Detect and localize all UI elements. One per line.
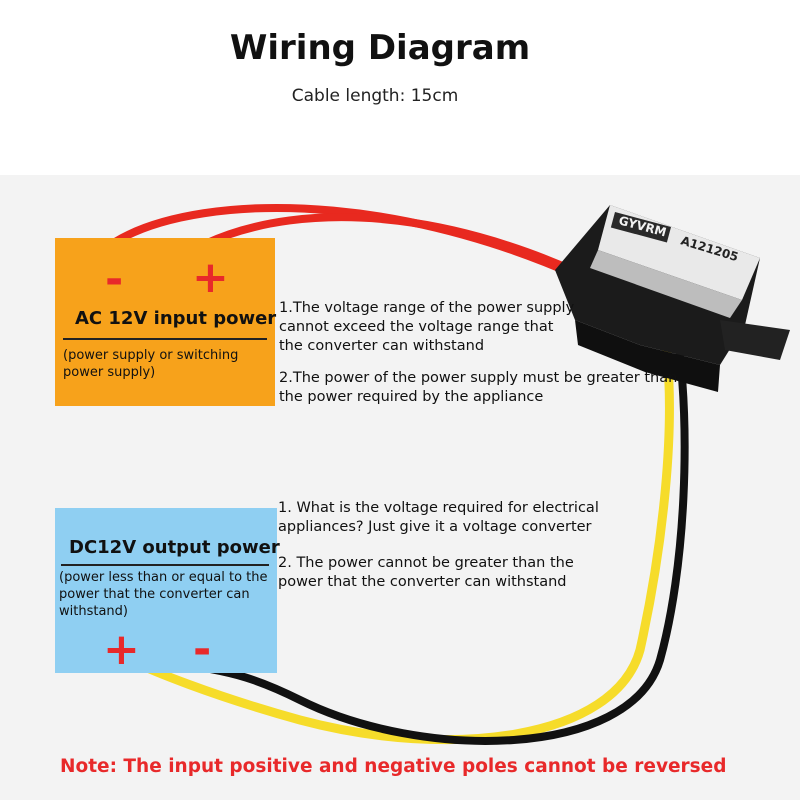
input-requirement-2: 2.The power of the power supply must be … xyxy=(279,370,678,405)
output-box-note: (power less than or equal to the power t… xyxy=(59,570,268,619)
output-positive-sign: + xyxy=(103,624,140,675)
output-heading-underline xyxy=(61,564,269,566)
ac-input-power-box: - + AC 12V input power (power supply or … xyxy=(55,238,277,406)
input-heading-underline xyxy=(63,338,267,340)
output-requirement-1: 1. What is the voltage required for elec… xyxy=(278,500,599,535)
dc-output-power-box: DC12V output power (power less than or e… xyxy=(55,508,280,675)
input-negative-sign: - xyxy=(105,254,124,305)
polarity-warning-note: Note: The input positive and negative po… xyxy=(60,756,727,777)
input-box-heading: AC 12V input power xyxy=(75,308,277,329)
input-positive-sign: + xyxy=(192,252,229,303)
output-requirement-2: 2. The power cannot be greater than the … xyxy=(278,555,574,590)
yellow-wire xyxy=(125,320,674,745)
black-wire xyxy=(201,321,689,745)
cable-length-subtitle: Cable length: 15cm xyxy=(291,86,459,106)
input-requirement-1: 1.The voltage range of the power supply … xyxy=(279,300,575,354)
converter-module: GYVRM A121205 xyxy=(555,205,790,392)
input-box-note: (power supply or switching power supply) xyxy=(63,348,239,380)
output-box-heading: DC12V output power xyxy=(69,537,280,558)
output-negative-sign: - xyxy=(193,624,212,675)
page-title: Wiring Diagram xyxy=(229,28,531,68)
